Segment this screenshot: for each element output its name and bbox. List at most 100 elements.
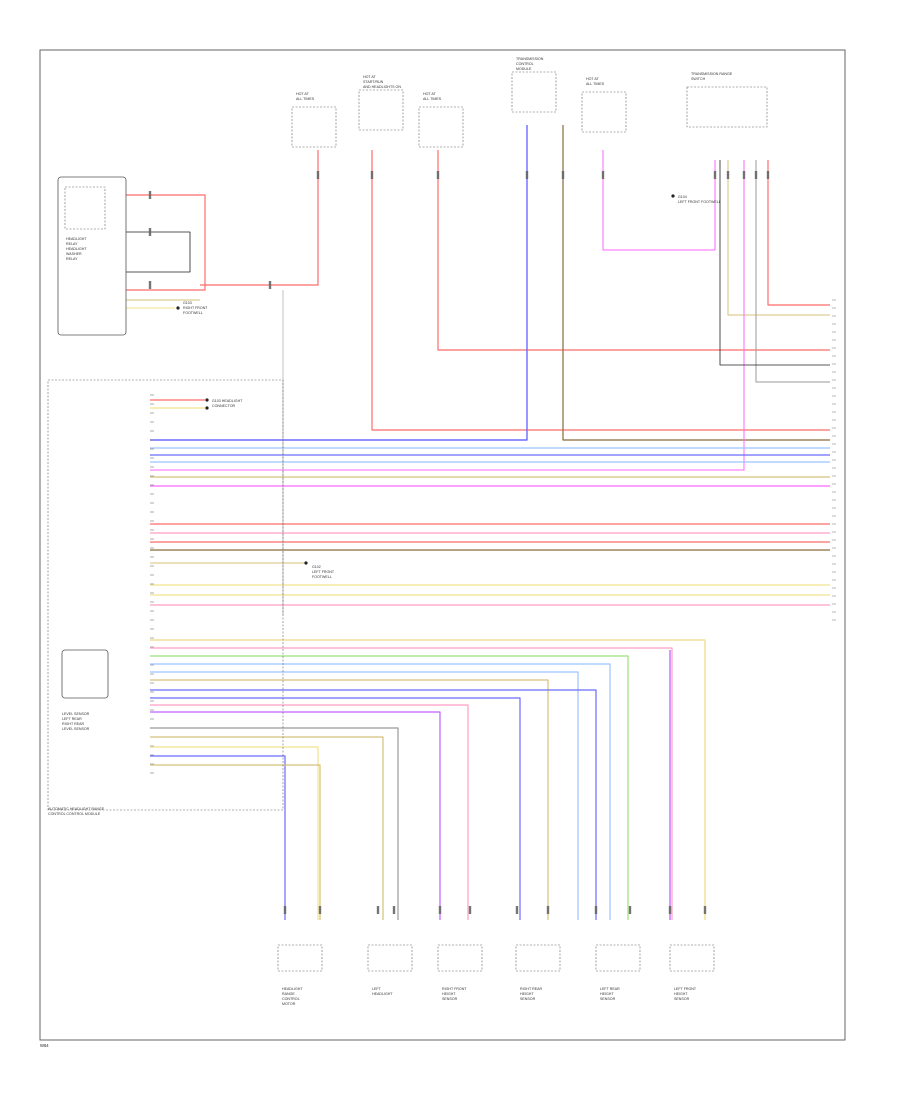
bottom-pin-5 — [468, 906, 472, 914]
sensor-box-s6 — [669, 944, 715, 972]
top-pin-9 — [754, 171, 758, 179]
bottom-pin-7 — [546, 906, 550, 914]
wire-relay-black — [126, 231, 191, 273]
sensor-box-s3 — [437, 944, 483, 972]
bottom-pin-10 — [668, 906, 672, 914]
drop-wire-13 — [150, 755, 286, 920]
drop-wire-8 — [150, 704, 469, 920]
module-border — [47, 379, 284, 811]
top-pin-8 — [742, 171, 746, 179]
relay-housing — [57, 176, 127, 336]
top-pin-1 — [370, 171, 374, 179]
relay-pin-ext — [268, 281, 272, 289]
ground-dot-2 — [671, 194, 675, 198]
wire-blue-main — [150, 125, 528, 441]
top-pin-5 — [601, 171, 605, 179]
bottom-pin-6 — [515, 906, 519, 914]
sensor-box-s4 — [515, 944, 561, 972]
relay-pin-2 — [148, 281, 152, 289]
ground-dot-3 — [205, 398, 209, 402]
bottom-pin-4 — [438, 906, 442, 914]
drop-wire-9 — [150, 711, 441, 920]
wire-red-2 — [437, 150, 830, 351]
relay-coil — [64, 186, 106, 230]
wire-tan-top — [727, 160, 830, 316]
drop-wire-5 — [150, 679, 549, 920]
top-pin-2 — [436, 171, 440, 179]
bottom-pin-3 — [392, 906, 396, 914]
connector-c4 — [511, 71, 557, 113]
relay-pin-1 — [148, 228, 152, 236]
drop-wire-0 — [150, 639, 706, 920]
wire-relay-red — [126, 194, 206, 291]
wire-magenta-long — [150, 160, 745, 471]
drop-wire-10 — [150, 727, 399, 920]
bottom-pin-8 — [594, 906, 598, 914]
switch-box — [61, 649, 109, 699]
drop-wire-4 — [150, 671, 579, 920]
connector-c2 — [358, 89, 404, 131]
connector-c6 — [686, 86, 768, 128]
drop-wire-12 — [150, 746, 319, 920]
wire-magenta-top — [602, 150, 716, 251]
wires-layer — [126, 125, 836, 920]
wire-red-main — [371, 150, 830, 431]
drop-wire-7 — [150, 697, 521, 920]
bottom-pin-2 — [376, 906, 380, 914]
top-pin-10 — [766, 171, 770, 179]
connector-c3 — [418, 106, 464, 148]
wire-black-right — [719, 160, 830, 366]
components-layer — [39, 49, 846, 1041]
wire-gray-top — [755, 160, 830, 383]
bottom-pin-1 — [318, 906, 322, 914]
figure-code: W64 — [40, 1043, 49, 1048]
drop-wire-3 — [150, 663, 611, 920]
drop-wire-14 — [150, 764, 321, 920]
drop-wire-2 — [150, 655, 629, 920]
drop-wire-yellow — [150, 639, 706, 920]
top-pin-0 — [316, 171, 320, 179]
drop-wire-11 — [150, 736, 384, 920]
wire-red-top1 — [200, 150, 319, 286]
wire-brown-top — [562, 125, 830, 441]
top-pin-6 — [713, 171, 717, 179]
ground-dot-5 — [304, 561, 308, 565]
ground-dot — [176, 306, 180, 310]
diagram-frame — [39, 49, 846, 1041]
drop-wire-6 — [150, 689, 597, 920]
bottom-pin-0 — [283, 906, 287, 914]
top-pin-7 — [726, 171, 730, 179]
sensor-box-s2 — [367, 944, 413, 972]
wire-red-right — [767, 160, 830, 306]
top-pin-4 — [561, 171, 565, 179]
bottom-pin-11 — [703, 906, 707, 914]
connector-c5 — [581, 91, 627, 133]
ground-dot-4 — [205, 406, 209, 410]
top-pin-3 — [525, 171, 529, 179]
sensor-box-s5 — [595, 944, 641, 972]
bottom-pin-9 — [628, 906, 632, 914]
sensor-box-s1 — [277, 944, 323, 972]
drop-wire-1 — [150, 647, 673, 920]
